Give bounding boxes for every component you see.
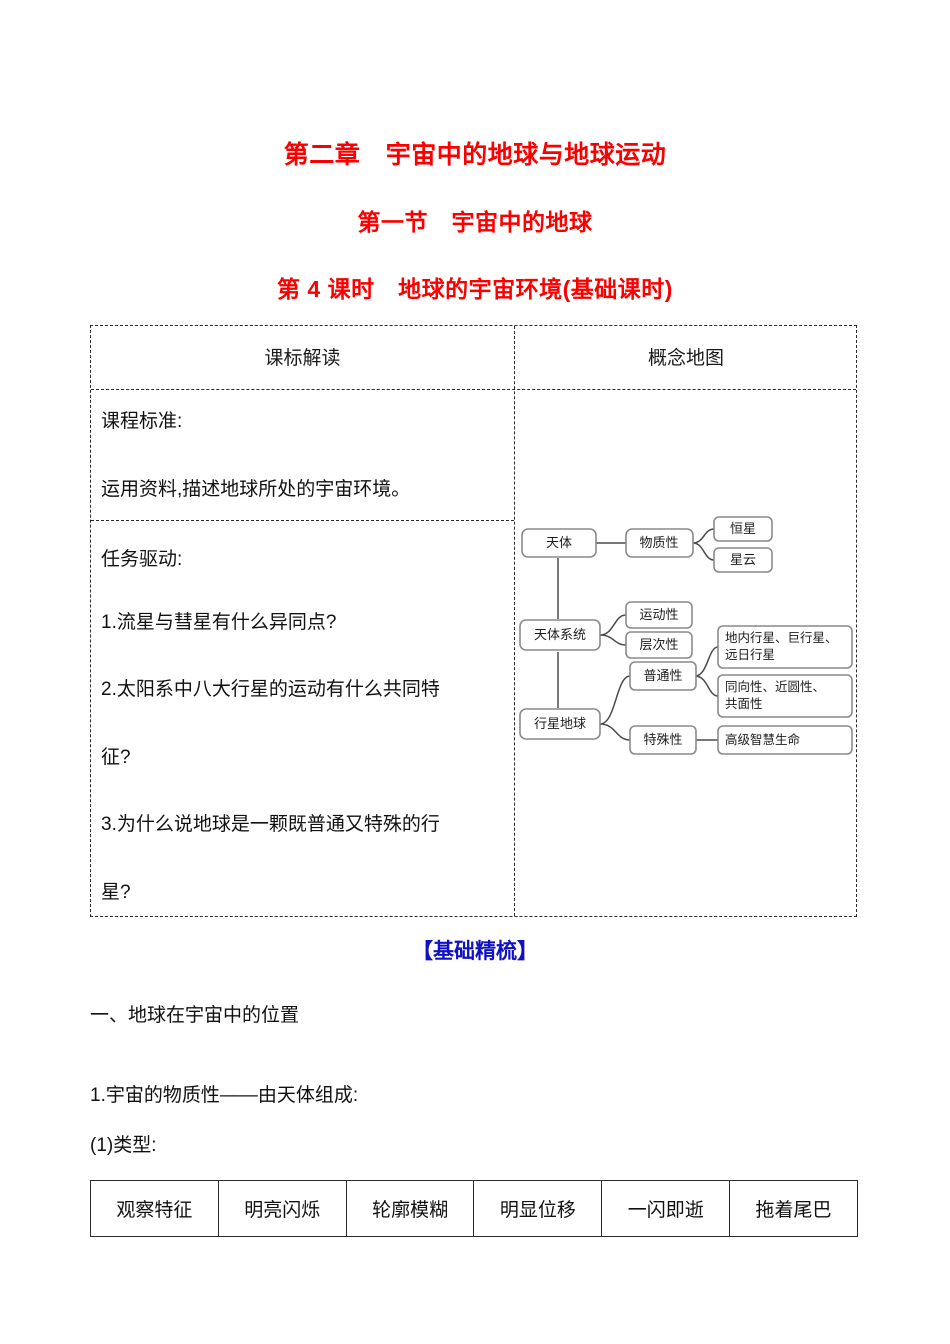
- table-cell-observation-feature: 观察特征: [91, 1181, 219, 1236]
- task-item-2-line-1: 2.太阳系中八大行星的运动有什么共同特: [101, 679, 440, 700]
- node-xingxing-diqiu: 行星地球: [534, 716, 586, 731]
- table-cell-flash-and-gone: 一闪即逝: [602, 1181, 731, 1236]
- table-column-divider: [514, 326, 515, 916]
- observation-feature-table: 观察特征 明亮闪烁 轮廓模糊 明显位移 一闪即逝 拖着尾巴: [90, 1180, 858, 1237]
- table-cell-obvious-displacement: 明显位移: [474, 1181, 603, 1236]
- node-tianti-xitong: 天体系统: [534, 627, 586, 642]
- task-item-3-line-2: 星?: [101, 882, 131, 903]
- lesson-heading: 第 4 课时 地球的宇宙环境(基础课时): [277, 276, 673, 302]
- task-driven-label: 任务驱动:: [101, 549, 183, 570]
- table-header-curriculum-interpretation: 课标解读: [264, 348, 341, 369]
- curriculum-standard-body: 运用资料,描述地球所处的宇宙环境。: [101, 479, 411, 500]
- syllabus-table: 课标解读 概念地图 课程标准: 运用资料,描述地球所处的宇宙环境。 任务驱动: …: [90, 325, 857, 917]
- node-tongxiang-line-1: 同向性、近圆性、: [725, 679, 825, 694]
- node-hengxing: 恒星: [730, 521, 756, 536]
- section-heading: 第一节 宇宙中的地球: [357, 209, 593, 235]
- body-paragraph-two: (1)类型:: [90, 1135, 157, 1156]
- node-hangxing-line-2: 远日行星: [725, 648, 775, 662]
- curriculum-standard-label: 课程标准:: [101, 411, 183, 432]
- body-paragraph-one: 1.宇宙的物质性——由天体组成:: [90, 1085, 359, 1106]
- node-teshuxing: 特殊性: [643, 732, 682, 747]
- body-heading-one: 一、地球在宇宙中的位置: [90, 1005, 300, 1026]
- node-xingyun: 星云: [730, 552, 756, 567]
- task-item-2-line-2: 征?: [101, 747, 131, 768]
- node-tongxiang-line-2: 共面性: [725, 697, 763, 711]
- table-cell-bright-twinkling: 明亮闪烁: [219, 1181, 347, 1236]
- node-yundongxing: 运动性: [639, 607, 678, 622]
- node-cengcixing: 层次性: [639, 637, 678, 652]
- task-item-3-line-1: 3.为什么说地球是一颗既普通又特殊的行: [101, 814, 440, 835]
- node-tianti: 天体: [546, 535, 572, 550]
- table-row-divider: [91, 520, 514, 521]
- syllabus-table-header-row: 课标解读 概念地图: [91, 326, 856, 390]
- task-item-1: 1.流星与彗星有什么异同点?: [101, 612, 337, 633]
- table-cell-dragging-tail: 拖着尾巴: [755, 1200, 832, 1221]
- node-putongxing: 普通性: [643, 668, 682, 683]
- node-wuzhixing: 物质性: [639, 535, 678, 550]
- table-header-concept-map: 概念地图: [647, 348, 724, 369]
- table-cell-blurry-outline: 轮廓模糊: [347, 1181, 475, 1236]
- node-gaoji-zhihui-shengming: 高级智慧生命: [725, 732, 801, 747]
- section-banner-jichu-jingshu: 【基础精梳】: [412, 940, 538, 963]
- concept-map-diagram: .nb { fill:#ffffff; stroke:#8a8a8a; stro…: [518, 516, 856, 761]
- chapter-heading: 第二章 宇宙中的地球与地球运动: [283, 141, 667, 169]
- node-hangxing-line-1: 地内行星、巨行星、: [725, 631, 838, 645]
